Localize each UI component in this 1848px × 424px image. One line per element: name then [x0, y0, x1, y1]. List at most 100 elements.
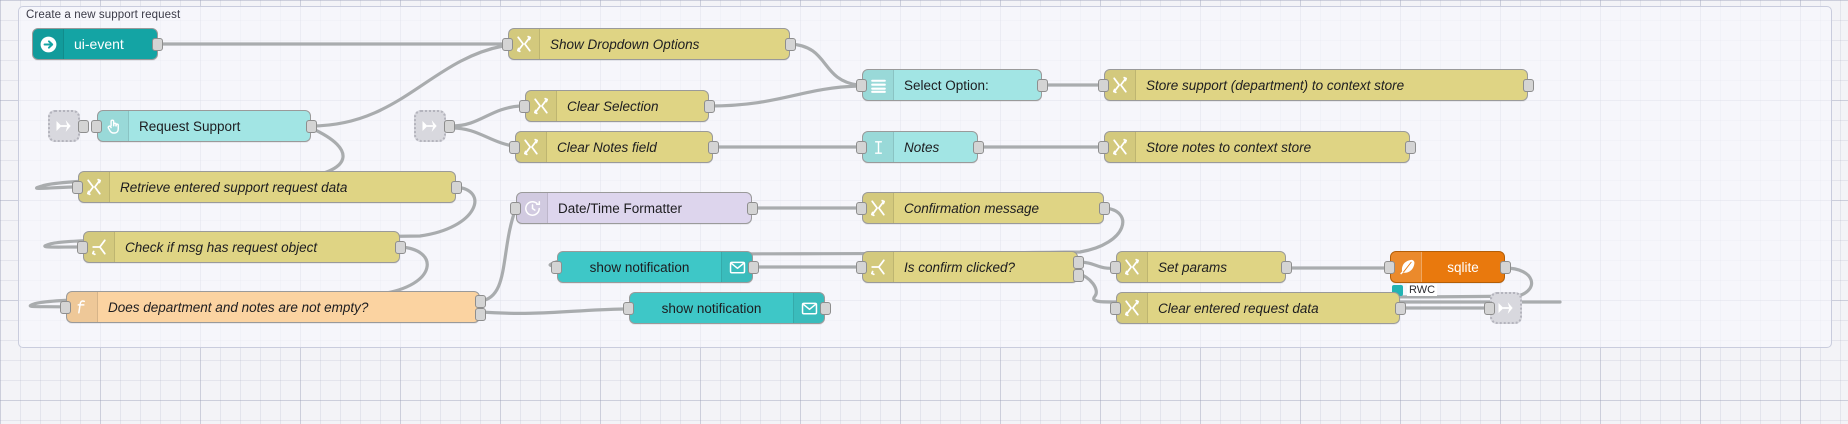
output-port[interactable]: [1500, 261, 1511, 274]
node-label: ui-event: [74, 36, 124, 52]
change-swap-icon: [79, 172, 110, 202]
arrow-right-circle-icon: [33, 29, 64, 59]
node-label: Store support (department) to context st…: [1146, 77, 1405, 93]
change-swap-icon: [509, 29, 540, 59]
node-clear-entered-request-data[interactable]: Clear entered request data: [1116, 292, 1400, 324]
node-datetime-formatter[interactable]: Date/Time Formatter: [516, 192, 752, 224]
node-store-notes-to-context[interactable]: Store notes to context store: [1104, 131, 1410, 163]
input-port[interactable]: [551, 261, 562, 274]
node-label: Does department and notes are not empty?: [108, 299, 369, 315]
node-show-dropdown-options[interactable]: Show Dropdown Options: [508, 28, 790, 60]
envelope-icon: [793, 293, 824, 323]
change-swap-icon: [1105, 132, 1136, 162]
output-port[interactable]: [1037, 79, 1048, 92]
input-port[interactable]: [72, 181, 83, 194]
input-port[interactable]: [510, 202, 521, 215]
node-clear-selection[interactable]: Clear Selection: [525, 90, 709, 122]
switch-branch-icon: [84, 232, 115, 262]
list-lines-icon: [863, 70, 894, 100]
node-label: Retrieve entered support request data: [120, 179, 348, 195]
input-port[interactable]: [1384, 261, 1395, 274]
node-label: Clear entered request data: [1158, 300, 1319, 316]
input-port[interactable]: [502, 38, 513, 51]
feather-icon: [1391, 252, 1422, 282]
node-show-notification-2[interactable]: show notification: [629, 292, 825, 324]
output-port[interactable]: [820, 302, 831, 315]
node-check-msg-has-request[interactable]: Check if msg has request object: [83, 231, 400, 263]
output-port[interactable]: [704, 100, 715, 113]
node-is-confirm-clicked[interactable]: Is confirm clicked?: [862, 251, 1078, 283]
node-confirmation-message[interactable]: Confirmation message: [862, 192, 1104, 224]
output-port-2[interactable]: [475, 308, 486, 321]
input-port[interactable]: [519, 100, 530, 113]
output-port[interactable]: [152, 38, 163, 51]
node-request-support[interactable]: Request Support: [97, 110, 311, 142]
node-label: Notes: [904, 139, 940, 155]
node-label: Confirmation message: [904, 200, 1040, 216]
pointer-hand-icon: [98, 111, 129, 141]
node-clear-notes-field[interactable]: Clear Notes field: [515, 131, 713, 163]
node-retrieve-entered-data[interactable]: Retrieve entered support request data: [78, 171, 456, 203]
output-port[interactable]: [785, 38, 796, 51]
input-port[interactable]: [1098, 79, 1109, 92]
output-port[interactable]: [1099, 202, 1110, 215]
output-port[interactable]: [1523, 79, 1534, 92]
node-set-params[interactable]: Set params: [1116, 251, 1286, 283]
status-dot-icon: [1392, 284, 1403, 296]
output-port[interactable]: [747, 202, 758, 215]
input-port[interactable]: [856, 141, 867, 154]
input-port[interactable]: [1098, 141, 1109, 154]
input-port[interactable]: [91, 120, 102, 133]
link-in-node-1[interactable]: [48, 110, 80, 142]
input-port[interactable]: [623, 302, 634, 315]
envelope-icon: [721, 252, 752, 282]
output-port[interactable]: [1395, 302, 1406, 315]
node-does-department-notes-not-empty[interactable]: Does department and notes are not empty?: [66, 291, 480, 323]
change-swap-icon: [516, 132, 547, 162]
input-port[interactable]: [1110, 302, 1121, 315]
node-store-support-to-context[interactable]: Store support (department) to context st…: [1104, 69, 1528, 101]
status-text: RWC: [1407, 284, 1438, 296]
output-port[interactable]: [306, 120, 317, 133]
clock-icon: [517, 193, 548, 223]
change-swap-icon: [526, 91, 557, 121]
node-notes[interactable]: Notes: [862, 131, 978, 163]
output-port[interactable]: [451, 181, 462, 194]
text-cursor-icon: [863, 132, 894, 162]
input-port[interactable]: [856, 202, 867, 215]
output-port-1[interactable]: [1073, 256, 1084, 269]
change-swap-icon: [1105, 70, 1136, 100]
node-label: sqlite: [1447, 259, 1479, 275]
change-swap-icon: [1117, 252, 1148, 282]
link-out-input-port[interactable]: [1484, 302, 1495, 315]
input-port[interactable]: [509, 141, 520, 154]
input-port[interactable]: [77, 241, 88, 254]
node-show-notification-1[interactable]: show notification: [557, 251, 753, 283]
node-label: Clear Selection: [567, 98, 659, 114]
output-port-1[interactable]: [475, 295, 486, 308]
output-port[interactable]: [708, 141, 719, 154]
link-in-node-2[interactable]: [414, 110, 446, 142]
output-port[interactable]: [973, 141, 984, 154]
link-in-output-port[interactable]: [78, 120, 89, 133]
node-select-option[interactable]: Select Option:: [862, 69, 1042, 101]
link-in-output-port[interactable]: [444, 120, 455, 133]
input-port[interactable]: [60, 301, 71, 314]
link-out-node-1[interactable]: [1490, 292, 1522, 324]
input-port[interactable]: [856, 261, 867, 274]
output-port[interactable]: [395, 241, 406, 254]
input-port[interactable]: [856, 79, 867, 92]
output-port[interactable]: [1405, 141, 1416, 154]
output-port[interactable]: [748, 261, 759, 274]
output-port-2[interactable]: [1073, 269, 1084, 282]
input-port[interactable]: [1110, 261, 1121, 274]
node-label: Check if msg has request object: [125, 239, 318, 255]
output-port[interactable]: [1281, 261, 1292, 274]
node-label: Date/Time Formatter: [558, 200, 683, 216]
node-ui-event[interactable]: ui-event: [32, 28, 158, 60]
sqlite-status-badge: RWC: [1392, 284, 1438, 296]
node-label: Is confirm clicked?: [904, 259, 1016, 275]
node-label: Clear Notes field: [557, 139, 657, 155]
node-sqlite[interactable]: sqlite: [1390, 251, 1505, 283]
